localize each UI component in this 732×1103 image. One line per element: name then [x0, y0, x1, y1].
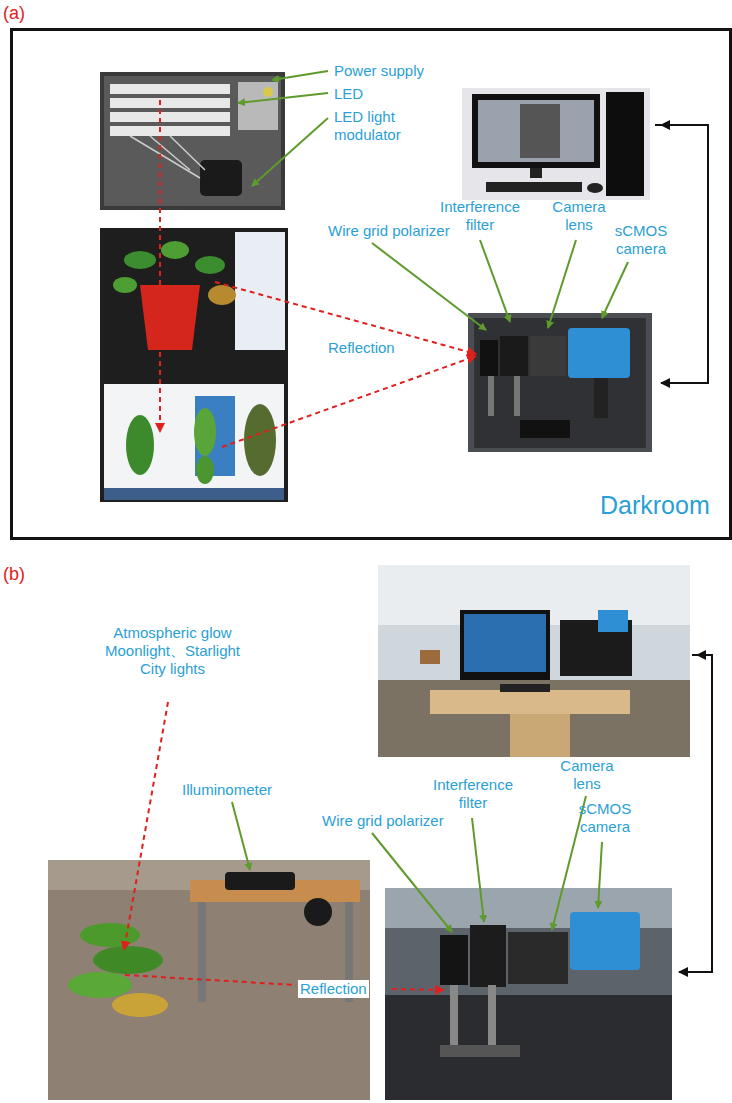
light-path	[124, 702, 444, 990]
panel-letter: (a)	[3, 4, 25, 22]
data-link	[679, 655, 712, 972]
part-name: LED light modulator	[334, 108, 426, 144]
part-name: Wire grid polarizer	[328, 222, 450, 240]
part-name: Wire grid polarizer	[322, 812, 444, 830]
plant-photo	[100, 228, 288, 502]
part-name: Camera lens	[548, 198, 610, 234]
part-name: Camera lens	[556, 757, 618, 793]
region-name: Darkroom	[600, 491, 710, 520]
panel-letter: (b)	[3, 565, 25, 583]
part-name: Illuminometer	[182, 781, 272, 799]
part-name: sCMOS camera	[610, 222, 672, 258]
path-label: Reflection	[326, 339, 397, 357]
led-photo	[100, 72, 285, 210]
leader-lines	[238, 71, 628, 330]
part-name: Interference filter	[424, 776, 522, 812]
light-path	[160, 100, 476, 447]
ground-photo	[48, 860, 370, 1100]
computer-photo	[462, 88, 650, 200]
camera-photo	[468, 313, 652, 452]
part-name: LED	[334, 85, 363, 103]
outdoor-computer-photo	[378, 565, 690, 757]
light-source-note: Atmospheric glow Moonlight、Starlight Cit…	[90, 624, 255, 678]
data-link-head	[697, 654, 712, 656]
region-frame: Darkroom	[10, 28, 732, 540]
outdoor-camera-photo	[385, 888, 672, 1100]
leader-lines	[232, 796, 602, 932]
path-label: Reflection	[298, 980, 369, 998]
part-name: Power supply	[334, 62, 424, 80]
part-name: sCMOS camera	[574, 800, 636, 836]
data-link-head	[661, 124, 708, 126]
